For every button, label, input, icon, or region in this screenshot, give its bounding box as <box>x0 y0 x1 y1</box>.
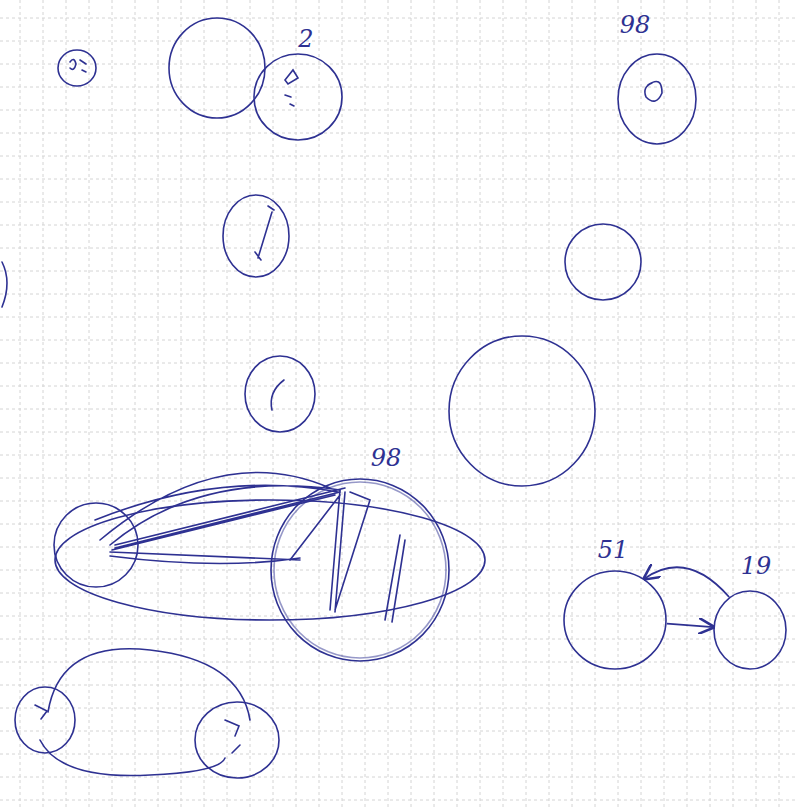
circle-outline <box>713 590 787 670</box>
circle-outline <box>617 53 697 145</box>
circle-label: 19 <box>741 554 772 578</box>
arrow-connector <box>667 624 713 627</box>
sketch-circle: 98 <box>617 53 697 145</box>
circle-outline <box>270 478 450 662</box>
sketch-circle: 2 <box>253 53 343 141</box>
sketch-circle: 98 <box>270 478 450 662</box>
sketch-circle: 19 <box>713 590 787 670</box>
circle-outline <box>253 53 343 141</box>
circle-label: 2 <box>298 27 313 51</box>
sketch-circle: 51 <box>563 570 667 670</box>
pen-strokes <box>2 18 662 778</box>
circle-label: 51 <box>598 538 629 562</box>
circle-label: 98 <box>371 446 402 470</box>
circle-outline <box>563 570 667 670</box>
circle-label: 98 <box>620 13 651 37</box>
